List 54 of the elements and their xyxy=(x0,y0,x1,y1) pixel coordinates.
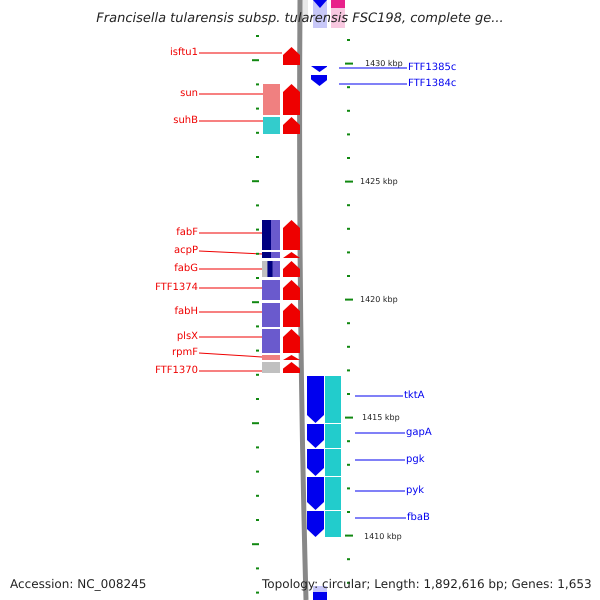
gene-feature-drawing xyxy=(262,280,300,300)
title: Francisella tularensis subsp. tularensis FSC198, complete ge... xyxy=(95,10,505,28)
leader-line xyxy=(198,52,282,54)
gene-label: tktA xyxy=(404,389,424,403)
gene-feature-drawing xyxy=(263,117,300,134)
gene-feature-drawing xyxy=(263,84,300,115)
scale-label: 1415 kbp xyxy=(362,412,400,424)
leader-line xyxy=(198,120,264,122)
gene-label: FTF1385c xyxy=(408,61,456,75)
leader-line xyxy=(198,232,262,234)
gene-label: pgk xyxy=(406,453,424,467)
gene-feature-drawing xyxy=(307,376,343,423)
leader-line xyxy=(198,268,262,270)
gene-label: plsX xyxy=(176,330,198,344)
gene-feature-drawing xyxy=(307,511,343,537)
scale-label: 1430 kbp xyxy=(365,58,403,70)
scale-label: 1410 kbp xyxy=(364,531,402,543)
gene-label: rpmF xyxy=(172,346,198,360)
gene-feature-drawing xyxy=(262,329,300,353)
gene-feature-drawing xyxy=(262,220,300,250)
gene-label: suhB xyxy=(173,114,198,128)
leader-line xyxy=(354,432,406,434)
leader-line xyxy=(198,352,262,358)
gene-feature-drawing xyxy=(262,252,300,258)
gene-label: FTF1370 xyxy=(155,364,198,378)
leader-line xyxy=(198,370,262,372)
gene-feature-drawing xyxy=(307,477,343,510)
scale-label: 1425 kbp xyxy=(360,176,398,188)
gene-feature-drawing xyxy=(262,355,300,360)
gene-label: pyk xyxy=(406,484,424,498)
gene-label: fabF xyxy=(176,226,198,240)
gene-label: fbaB xyxy=(407,511,430,525)
gene-label: FTF1384c xyxy=(408,77,456,91)
gene-feature-drawing xyxy=(282,47,300,65)
gene-feature-drawing xyxy=(311,66,327,72)
leader-line xyxy=(354,490,406,492)
accession-text: Accession: NC_008245 xyxy=(10,576,146,592)
gene-label: isftu1 xyxy=(170,46,198,60)
gene-label: gapA xyxy=(406,426,432,440)
gene-label: sun xyxy=(180,87,198,101)
leader-line xyxy=(198,336,262,338)
leader-line xyxy=(198,250,262,254)
gene-label: FTF1374 xyxy=(155,281,198,295)
gene-feature-drawing xyxy=(262,303,300,327)
scale-label: 1420 kbp xyxy=(360,294,398,306)
gene-feature-drawing xyxy=(307,424,343,448)
topology-text: Topology: circular; Length: 1,892,616 bp; Genes: 1,653 xyxy=(262,576,592,592)
gene-feature-drawing xyxy=(262,362,300,373)
gene-feature-drawing xyxy=(262,261,300,277)
gene-label: fabG xyxy=(174,262,198,276)
gene-label: fabH xyxy=(174,305,198,319)
gene-feature-drawing xyxy=(307,449,343,476)
gene-label: acpP xyxy=(174,244,198,258)
gene-feature-drawing xyxy=(311,75,327,86)
